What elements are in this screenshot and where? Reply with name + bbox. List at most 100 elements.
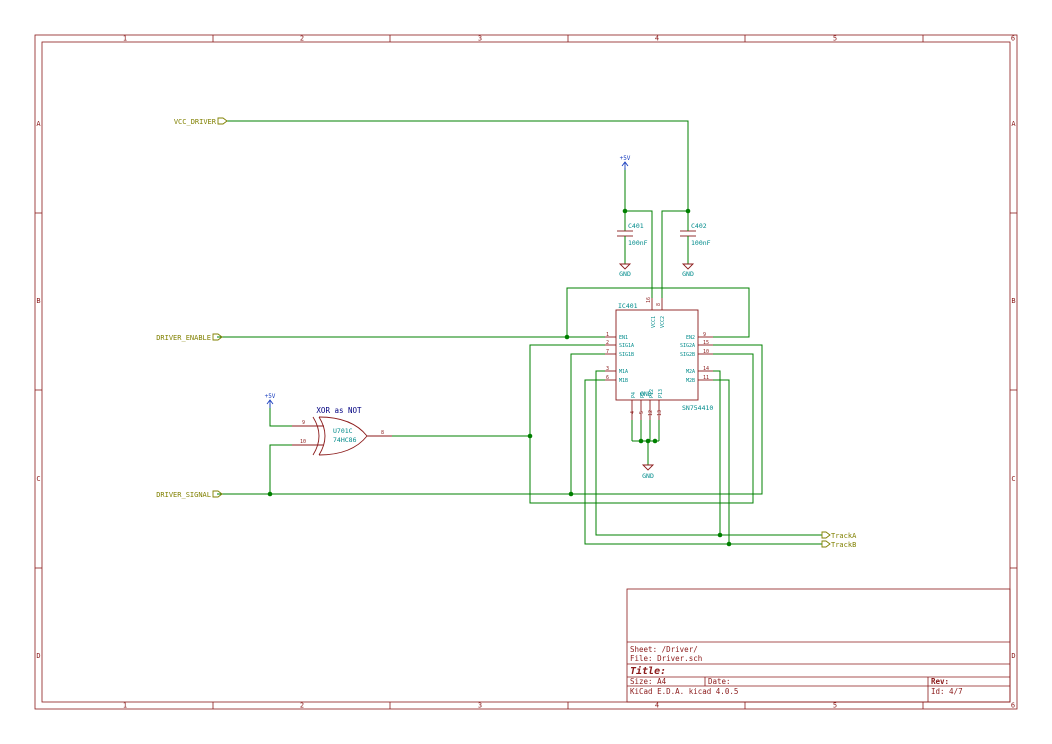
- junction-dot: [527, 433, 533, 439]
- net-label-driver-enable[interactable]: DRIVER_ENABLE: [156, 333, 223, 342]
- net-label-text: TrackB: [831, 541, 856, 549]
- net-label-driver-signal[interactable]: DRIVER_SIGNAL: [156, 490, 223, 499]
- net-label-text: TrackA: [831, 532, 857, 540]
- pin-number: 15: [703, 340, 709, 346]
- frame-col-4-top: 4: [655, 35, 659, 43]
- title-block-date: Date:: [708, 677, 731, 686]
- pin-name: M1B: [619, 378, 628, 384]
- pin-name: SIG2A: [680, 343, 695, 349]
- pin-name: M2A: [686, 369, 695, 375]
- frame-col-2-top: 2: [300, 35, 304, 43]
- frame-row-c-left: C: [36, 475, 40, 483]
- capacitor-value: 100nF: [691, 239, 711, 247]
- pin-number: 10: [703, 349, 709, 355]
- frame-row-b-right: B: [1011, 297, 1015, 305]
- gnd-label: GND: [682, 270, 694, 278]
- junction-dot: [568, 491, 574, 497]
- junctions: [267, 208, 732, 547]
- junction-dot: [717, 532, 723, 538]
- frame-col-6-top: 6: [1011, 35, 1015, 43]
- ic-part: SN754410: [682, 404, 713, 412]
- title-block-file: File: Driver.sch: [630, 654, 702, 663]
- frame-row-d-left: D: [36, 652, 40, 660]
- junction-dot: [564, 334, 570, 340]
- junction-dot: [622, 208, 628, 214]
- frame-col-3-top: 3: [478, 35, 482, 43]
- junction-dot: [652, 438, 658, 444]
- pin-name: P4: [631, 392, 637, 398]
- junction-dot: [726, 541, 732, 547]
- pin-name: SIG1B: [619, 352, 634, 358]
- pin-name: P13: [658, 389, 664, 398]
- frame-col-2-bottom: 2: [300, 702, 304, 710]
- net-label-text: DRIVER_ENABLE: [156, 334, 211, 342]
- frame-col-1-bottom: 1: [123, 702, 127, 710]
- pin-number: 16: [646, 297, 652, 303]
- frame-col-6-bottom: 6: [1011, 702, 1015, 710]
- xor-part: 74HC86: [333, 436, 357, 444]
- capacitor-c402[interactable]: C402 100nF GND: [680, 222, 711, 278]
- capacitor-ref: C401: [628, 222, 644, 230]
- pin-number: 9: [302, 420, 305, 426]
- frame-col-4-bottom: 4: [655, 702, 659, 710]
- title-block-tool: KiCad E.D.A. kicad 4.0.5: [630, 687, 738, 696]
- frame-col-3-bottom: 3: [478, 702, 482, 710]
- frame-row-b-left: B: [36, 297, 40, 305]
- pin-name: P12: [649, 389, 655, 398]
- junction-dot: [645, 438, 651, 444]
- pin-number: 8: [381, 430, 384, 436]
- capacitor-ref: C402: [691, 222, 707, 230]
- pin-name: SIG2B: [680, 352, 695, 358]
- sheet-frame: 1 2 3 4 5 6 1 2 3 4 5 6 A B C D A B C D: [34, 35, 1018, 710]
- pin-number: 12: [648, 410, 654, 416]
- frame-row-d-right: D: [1011, 652, 1015, 660]
- title-block: Sheet: /Driver/ File: Driver.sch Title: …: [626, 588, 1011, 703]
- frame-row-a-left: A: [36, 120, 41, 128]
- ic-inner-gnd: GND: [640, 390, 652, 398]
- pin-number: 14: [703, 366, 709, 372]
- title-block-title: Title:: [630, 665, 666, 677]
- xor-ref: U701C: [333, 427, 353, 435]
- frame-col-1-top: 1: [123, 35, 127, 43]
- junction-dot: [267, 491, 273, 497]
- pin-number: 2: [606, 340, 609, 346]
- title-block-id: Id: 4/7: [931, 687, 963, 696]
- pin-number: 5: [639, 411, 645, 414]
- net-label-track-b[interactable]: TrackB: [821, 540, 856, 549]
- pin-number: 11: [703, 375, 709, 381]
- pin-number: 9: [703, 332, 706, 338]
- pin-name: EN1: [619, 335, 628, 341]
- pin-name: EN2: [686, 335, 695, 341]
- pin-name: M2B: [686, 378, 695, 384]
- net-label-vcc-driver[interactable]: VCC_DRIVER: [174, 117, 228, 126]
- power-5v-text: +5V: [620, 155, 631, 162]
- frame-row-a-right: A: [1011, 120, 1016, 128]
- title-block-sheet: Sheet: /Driver/: [630, 645, 698, 654]
- pin-name: P5: [640, 392, 646, 398]
- gnd-label: GND: [619, 270, 631, 278]
- pin-number: 3: [606, 366, 609, 372]
- capacitor-c401[interactable]: C401 100nF GND: [617, 222, 648, 278]
- junction-dot: [638, 438, 644, 444]
- net-label-text: DRIVER_SIGNAL: [156, 491, 211, 499]
- pin-number: 6: [606, 375, 609, 381]
- xor-gate-u701c[interactable]: XOR as NOT 9 10 8 U701C 74HC86: [292, 406, 392, 456]
- xor-note: XOR as NOT: [316, 406, 362, 415]
- capacitor-value: 100nF: [628, 239, 648, 247]
- title-block-rev: Rev:: [931, 677, 949, 686]
- net-label-track-a[interactable]: TrackA: [821, 531, 857, 540]
- wires: [217, 120, 822, 545]
- power-5v-cap[interactable]: +5V: [620, 155, 631, 170]
- title-block-size: Size: A4: [630, 677, 667, 686]
- frame-row-c-right: C: [1011, 475, 1015, 483]
- pin-number: 1: [606, 332, 609, 338]
- driver-ic-sn754410[interactable]: IC401 SN754410 GND 16 8 VCC1 VCC2 1 2 7 …: [605, 297, 713, 420]
- pin-number: 4: [630, 411, 636, 414]
- power-5v-text: +5V: [265, 393, 276, 400]
- pin-name: SIG1A: [619, 343, 634, 349]
- gnd-label: GND: [642, 472, 654, 480]
- power-5v-xor[interactable]: +5V: [265, 393, 276, 408]
- pin-number: 10: [300, 439, 306, 445]
- gnd-symbol-ic[interactable]: GND: [641, 464, 655, 480]
